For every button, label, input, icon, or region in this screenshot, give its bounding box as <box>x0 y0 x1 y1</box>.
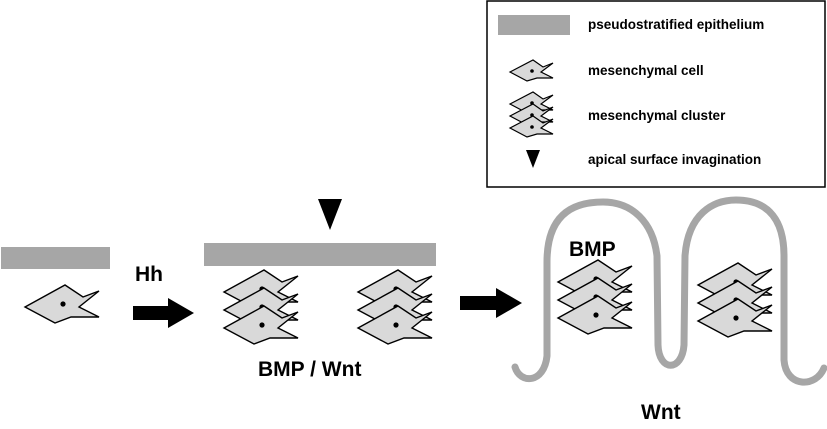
epithelium-bar <box>1 247 110 269</box>
mesenchymal-cluster <box>698 263 772 337</box>
legend-label-apical-invagination: apical surface invagination <box>588 152 761 167</box>
stage-3: BMP Wnt <box>511 196 827 424</box>
invagination-triangle <box>318 199 342 230</box>
wnt-label: Wnt <box>641 401 681 424</box>
legend-label-epithelium: pseudostratified epithelium <box>588 17 764 32</box>
arrow-right-icon <box>133 298 194 328</box>
bmp-wnt-label: BMP / Wnt <box>258 358 361 381</box>
down-triangle-icon <box>526 150 540 168</box>
stage-2: BMP / Wnt <box>204 199 436 381</box>
stage-1 <box>1 247 110 324</box>
legend-label-mesenchymal-cell: mesenchymal cell <box>588 63 704 78</box>
bmp-label: BMP <box>569 238 616 261</box>
legend: pseudostratified epithelium mesenchymal … <box>486 0 826 188</box>
hh-label: Hh <box>135 263 163 286</box>
mesenchymal-cell <box>24 284 100 324</box>
legend-label-mesenchymal-cluster: mesenchymal cluster <box>588 108 726 123</box>
epithelium-bar-icon <box>498 15 570 35</box>
invaginated-epithelium <box>511 196 827 386</box>
mesenchymal-cluster <box>558 260 632 334</box>
arrow-right-icon <box>460 288 522 318</box>
mesenchymal-cluster <box>358 270 432 344</box>
mesenchymal-cluster <box>224 270 298 344</box>
epithelium-bar <box>204 243 436 266</box>
